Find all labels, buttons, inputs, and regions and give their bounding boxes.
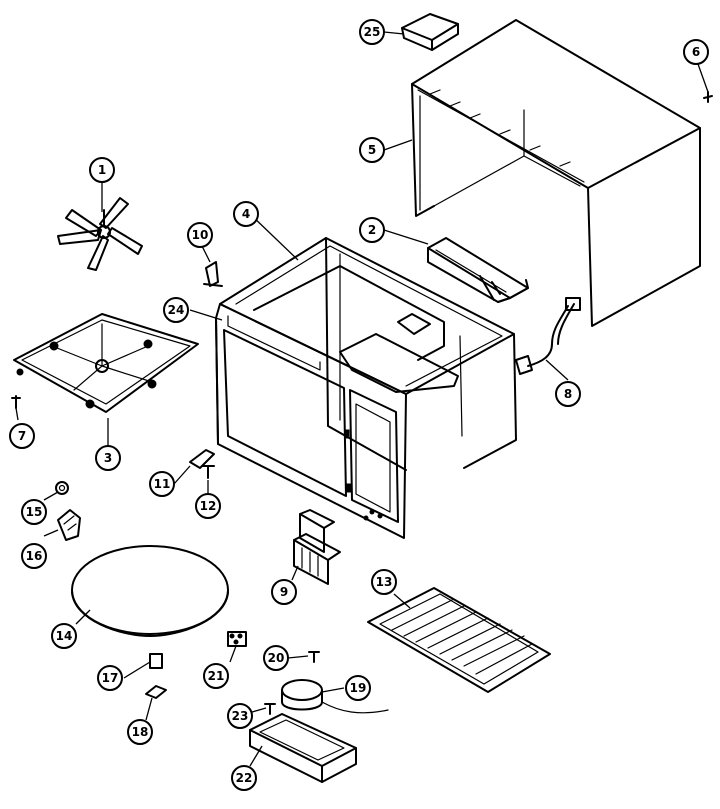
callout-2: 2 xyxy=(359,217,385,243)
part-5-outer-cabinet xyxy=(411,19,701,327)
svg-text:25: 25 xyxy=(364,25,381,39)
part-16-coupler xyxy=(57,509,81,541)
callout-7: 7 xyxy=(9,423,35,449)
svg-text:22: 22 xyxy=(236,771,253,785)
part-3-turntable-support xyxy=(13,313,199,413)
svg-text:10: 10 xyxy=(192,228,209,242)
svg-text:24: 24 xyxy=(168,303,185,317)
callout-1: 1 xyxy=(89,157,115,183)
svg-text:20: 20 xyxy=(268,651,285,665)
leader-lines xyxy=(15,31,709,767)
svg-text:15: 15 xyxy=(26,505,43,519)
svg-text:16: 16 xyxy=(26,549,43,563)
svg-text:23: 23 xyxy=(232,709,249,723)
part-19-motor xyxy=(281,679,389,714)
callout-16: 16 xyxy=(21,543,47,569)
part-20-screw xyxy=(308,651,320,663)
svg-text:4: 4 xyxy=(242,207,250,221)
part-13-rack xyxy=(367,587,551,693)
callout-4: 4 xyxy=(233,201,259,227)
svg-text:18: 18 xyxy=(132,725,149,739)
svg-text:6: 6 xyxy=(692,45,700,59)
part-11-latch xyxy=(189,449,215,469)
part-1-fan-blade xyxy=(57,197,143,271)
svg-text:13: 13 xyxy=(376,575,393,589)
callout-21: 21 xyxy=(203,663,229,689)
callout-17: 17 xyxy=(97,665,123,691)
svg-text:1: 1 xyxy=(98,163,106,177)
callout-18: 18 xyxy=(127,719,153,745)
svg-text:3: 3 xyxy=(104,451,112,465)
part-9-connector xyxy=(293,509,341,585)
part-4-oven-cavity xyxy=(219,237,517,471)
callout-24: 24 xyxy=(163,297,189,323)
callout-6: 6 xyxy=(683,39,709,65)
part-6-screw xyxy=(703,91,713,103)
part-8-wire-harness xyxy=(515,297,581,375)
callout-22: 22 xyxy=(231,765,257,791)
part-7-screw xyxy=(11,395,21,409)
callout-13: 13 xyxy=(371,569,397,595)
part-14-glass-tray xyxy=(71,545,229,637)
svg-text:2: 2 xyxy=(368,223,376,237)
svg-text:19: 19 xyxy=(350,681,367,695)
callout-11: 11 xyxy=(149,471,175,497)
callout-8: 8 xyxy=(555,381,581,407)
callout-14: 14 xyxy=(51,623,77,649)
callout-23: 23 xyxy=(227,703,253,729)
callout-10: 10 xyxy=(187,222,213,248)
svg-text:5: 5 xyxy=(368,143,376,157)
svg-text:8: 8 xyxy=(564,387,572,401)
callout-3: 3 xyxy=(95,445,121,471)
callout-5: 5 xyxy=(359,137,385,163)
part-18-clip xyxy=(145,685,167,699)
callout-12: 12 xyxy=(195,493,221,519)
callout-9: 9 xyxy=(271,579,297,605)
part-25-cover xyxy=(401,13,459,51)
part-21-terminal-block xyxy=(227,631,247,647)
svg-text:12: 12 xyxy=(200,499,217,513)
svg-text:11: 11 xyxy=(154,477,171,491)
callout-25: 25 xyxy=(359,19,385,45)
svg-text:7: 7 xyxy=(18,429,26,443)
svg-text:9: 9 xyxy=(280,585,288,599)
callout-19: 19 xyxy=(345,675,371,701)
part-24-front-frame xyxy=(215,303,407,539)
part-17-cap xyxy=(149,653,163,669)
callout-15: 15 xyxy=(21,499,47,525)
part-2-duct xyxy=(427,237,529,303)
callout-20: 20 xyxy=(263,645,289,671)
part-22-base-tray xyxy=(249,713,357,783)
part-12-pin xyxy=(201,465,215,479)
part-23-screw xyxy=(264,703,276,715)
svg-text:21: 21 xyxy=(208,669,225,683)
svg-text:14: 14 xyxy=(56,629,73,643)
part-15-nut xyxy=(55,481,69,495)
svg-text:17: 17 xyxy=(102,671,119,685)
part-10-bracket xyxy=(203,261,223,287)
